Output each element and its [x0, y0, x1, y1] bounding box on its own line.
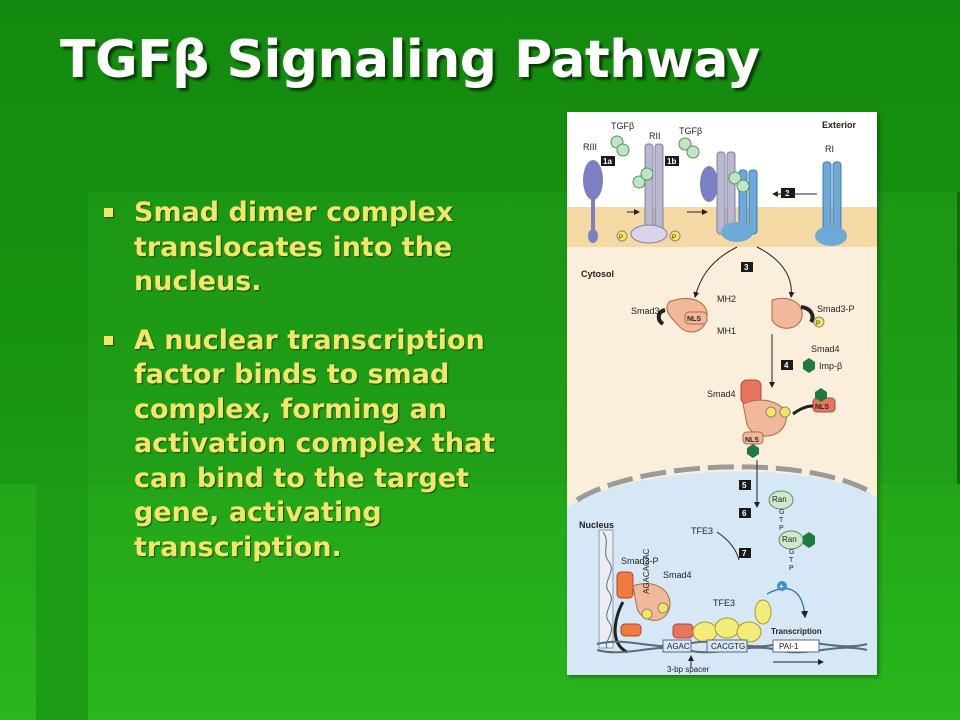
plus-icon [777, 581, 787, 591]
smad4-label: Smad4 [707, 389, 736, 399]
smad3p-label: Smad3-P [817, 304, 855, 314]
step-badge [781, 360, 793, 370]
smad4-label: Smad4 [663, 570, 692, 580]
gtp-p-label: P [779, 525, 784, 532]
step-4-label: 4 [784, 361, 789, 370]
cacgtg-label: CACGTG [711, 642, 745, 651]
nuclear-envelope [575, 464, 869, 503]
nls-label: NLS [687, 316, 701, 323]
tgfb-label: TGFβ [611, 121, 634, 131]
phosphate-label: P [619, 235, 623, 241]
dna-strand [596, 529, 868, 654]
arrow [693, 246, 738, 298]
transcription-label: Transcription [771, 627, 822, 636]
riii-label: RIII [583, 142, 597, 152]
tgfb-ligand [678, 137, 700, 159]
spacer-label: 3-bp spacer [667, 665, 710, 674]
exterior-label: Exterior [822, 120, 857, 130]
slide-title: TGFβ Signaling Pathway [60, 30, 760, 90]
step-badge [601, 156, 615, 166]
step-badge [665, 156, 679, 166]
smad-complex [740, 379, 836, 458]
bullet-text: Smad dimer complex translocates into the… [134, 197, 454, 297]
step-6-label: 6 [742, 509, 747, 518]
smad3p-label: Smad3-P [621, 556, 659, 566]
background-strip [36, 484, 88, 720]
pathway-figure: Exterior Cytosol Nucleus RIII TGFβ RII T… [567, 112, 877, 675]
step-7-label: 7 [742, 549, 747, 558]
tgfb-label: TGFβ [679, 126, 702, 136]
impb-label: Imp-β [819, 361, 842, 371]
nls-label: NLS [815, 404, 829, 411]
step-badge [739, 548, 751, 558]
step-badge [741, 262, 753, 272]
activation-complex [613, 571, 772, 654]
nucleus-region [567, 471, 877, 675]
ran-label: Ran [782, 535, 797, 544]
pathway-diagram: Exterior Cytosol Nucleus RIII TGFβ RII T… [567, 112, 877, 675]
step-5-label: 5 [742, 481, 747, 490]
gtp-g-label: G [789, 549, 794, 556]
step-badge [739, 508, 751, 518]
rii-receptor [632, 143, 664, 235]
riii-receptor [583, 160, 603, 243]
receptor-intermediate: P P [616, 224, 681, 244]
step-3-label: 3 [744, 263, 749, 272]
step-1b-label: 1b [667, 157, 676, 166]
bullet-list: Smad dimer complex translocates into the… [98, 196, 538, 589]
step-badge [781, 188, 795, 198]
ri-label: RI [825, 144, 834, 154]
smad3p-protein: P [771, 297, 825, 329]
ran-gtp: Ran G T P [768, 490, 794, 532]
step-1a-label: 1a [603, 157, 612, 166]
gtp-p-label: P [789, 565, 794, 572]
pai1-label: PAI-1 [779, 642, 799, 651]
bullet-text: A nuclear transcription factor binds to … [134, 324, 496, 563]
phosphate-label: P [672, 235, 676, 241]
smad4-label: Smad4 [811, 344, 840, 354]
phosphate-label: P [816, 321, 820, 327]
arrow [756, 246, 795, 298]
ran-label: Ran [772, 495, 787, 504]
square-bullet-icon [104, 208, 113, 217]
mh2-label: MH2 [717, 294, 736, 304]
agac-label: AGAC [667, 642, 690, 651]
tfe3-label: TFE3 [691, 526, 713, 536]
gtp-t-label: T [789, 557, 794, 564]
gtp-t-label: T [779, 517, 784, 524]
dna-sequence-label: AGACAGAC [642, 548, 651, 594]
nls-label: NLS [745, 437, 759, 444]
plus-label: + [779, 582, 784, 591]
square-bullet-icon [104, 335, 113, 345]
bullet-item: Smad dimer complex translocates into the… [98, 196, 538, 300]
rii-label: RII [649, 131, 661, 141]
arrow [716, 531, 740, 561]
ran-gtp-impb: Ran G T P [778, 530, 815, 572]
smad3-label: Smad3 [631, 306, 660, 316]
step-badge [739, 480, 751, 490]
cytosol-label: Cytosol [581, 269, 614, 279]
tgfb-ligand [610, 135, 630, 157]
nucleus-label: Nucleus [579, 520, 614, 530]
impb-icon [803, 358, 815, 373]
tfe3-label: TFE3 [713, 598, 735, 608]
ri-receptor [815, 161, 847, 246]
bullet-item: A nuclear transcription factor binds to … [98, 324, 538, 566]
mh1-label: MH1 [717, 326, 736, 336]
smad3-protein [656, 298, 708, 333]
receptor-complex [700, 151, 758, 242]
activation-arrow [766, 588, 809, 619]
gtp-g-label: G [779, 509, 784, 516]
